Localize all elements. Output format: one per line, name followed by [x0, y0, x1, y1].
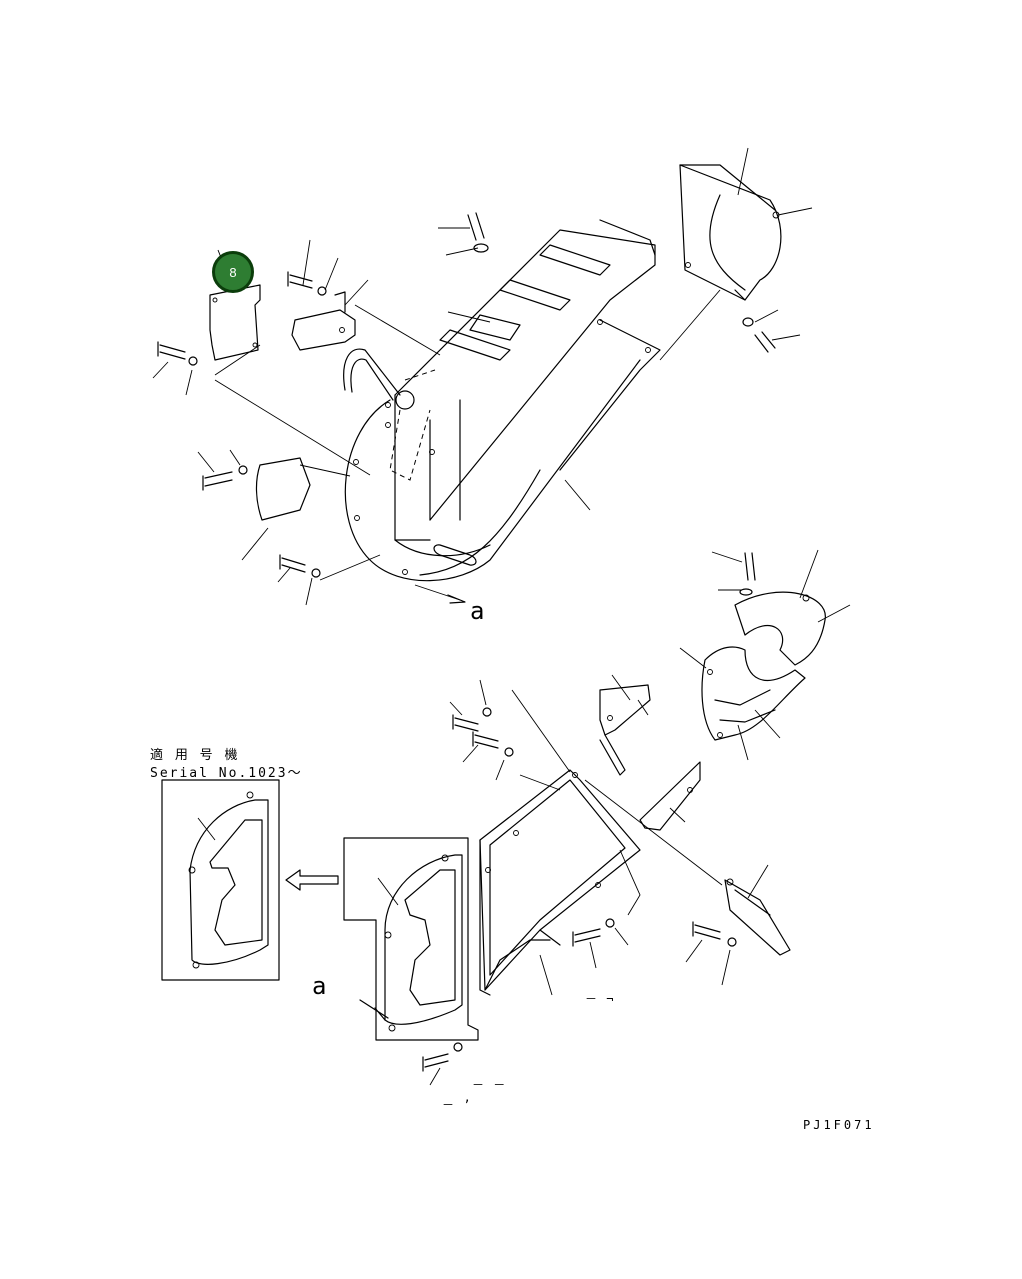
small-mark-1: － ¬: [585, 992, 615, 1006]
serial-number-label: Serial No.1023～: [150, 766, 303, 781]
end-cover-top-right: [679, 164, 782, 301]
view-label-a-top: a: [470, 597, 485, 625]
view-arrow: [285, 869, 339, 891]
detail-box-left: [161, 779, 280, 981]
callout-badge-8[interactable]: 8: [212, 251, 254, 293]
bolts-top: [157, 212, 776, 578]
small-curved-cover: [255, 457, 311, 521]
small-brackets-right: [599, 684, 791, 956]
rear-guard-halves: [701, 552, 826, 741]
small-mark-2: － －: [472, 1078, 507, 1092]
main-guard-assembly: [343, 219, 661, 582]
leader-lines-bottom: [429, 549, 851, 1086]
callout-number: 8: [229, 264, 237, 280]
view-label-a-bottom: a: [312, 972, 327, 1000]
applicable-heading: 適 用 号 機: [150, 748, 240, 763]
rear-guard-frame: [479, 769, 641, 996]
figure-code: PJ1F071: [803, 1118, 875, 1132]
cover-plate-left: [209, 284, 261, 361]
leader-lines-top: [152, 147, 813, 606]
bolts-bottom: [422, 707, 737, 1072]
detail-box-center: [343, 837, 479, 1041]
bracket-small: [291, 291, 356, 351]
small-mark-3: － ’: [442, 1098, 472, 1112]
